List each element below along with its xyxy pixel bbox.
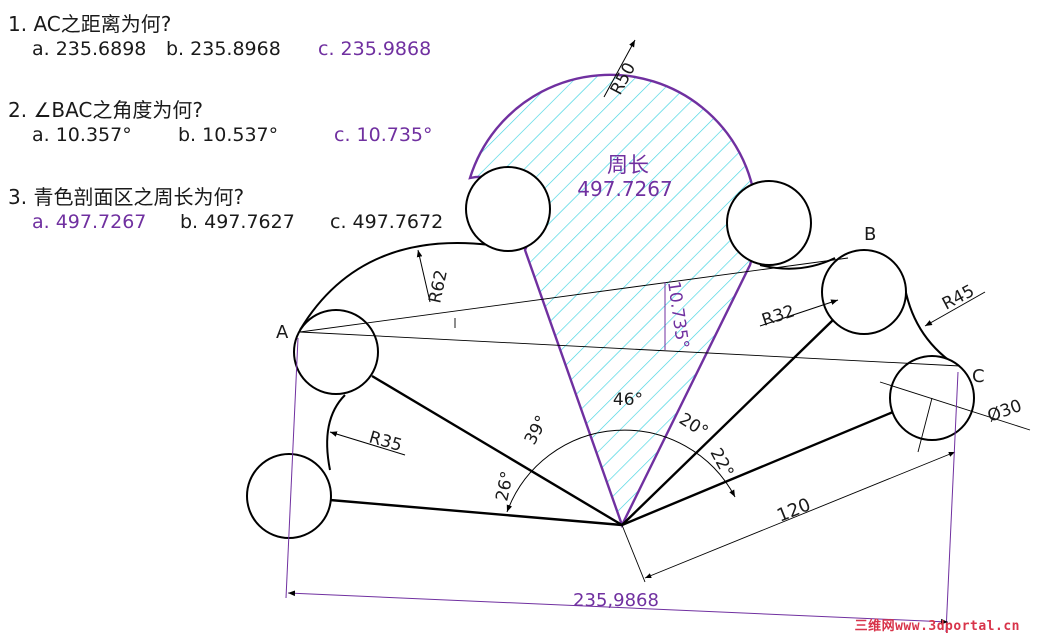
dim-r32: R32	[759, 301, 797, 330]
dim-r35: R35	[367, 428, 405, 456]
question-1: 1. AC之距离为何?	[8, 12, 172, 36]
leader-lines	[329, 39, 986, 456]
construction-lines	[299, 257, 1031, 583]
question-1-option-a: a. 235.6898	[32, 38, 147, 60]
dim-angle-46: 46°	[613, 390, 643, 410]
arc-r35	[326, 394, 346, 471]
dim-length-120: 120	[774, 494, 814, 526]
point-c-label: C	[972, 366, 985, 387]
dim-angle-22: 22°	[706, 445, 738, 481]
dim-angle-39: 39°	[521, 412, 553, 448]
circle-top-right	[726, 180, 812, 266]
dim-distance-ac: 235,9868	[573, 590, 659, 611]
region-label: 周长	[607, 153, 649, 177]
circle-b	[821, 249, 907, 335]
region-value: 497.7267	[577, 177, 672, 201]
dim-angle-20: 20°	[675, 409, 711, 442]
question-3-option-a: a. 497.7267	[32, 211, 147, 233]
quiz-panel: 1. AC之距离为何? a. 235.6898 b. 235.8968 c. 2…	[0, 0, 470, 240]
dim-ac	[285, 337, 959, 633]
point-b-label: B	[864, 224, 876, 245]
arc-r62	[299, 242, 491, 331]
point-a-label: A	[276, 322, 289, 343]
dim-r45: R45	[939, 281, 978, 314]
question-3-option-c: c. 497.7672	[330, 211, 444, 233]
question-2-option-a: a. 10.357°	[32, 124, 132, 146]
circle-top-left	[465, 166, 551, 252]
dim-angle-26: 26°	[492, 469, 518, 503]
question-2-option-c: c. 10.735°	[334, 124, 433, 146]
question-3: 3. 青色剖面区之周长为何?	[8, 185, 245, 209]
watermark: 三维网www.3dportal.cn	[854, 619, 1020, 634]
question-2-option-b: b. 10.537°	[178, 124, 279, 146]
question-1-option-c: c. 235.9868	[318, 38, 432, 60]
question-3-option-b: b. 497.7627	[180, 211, 295, 233]
question-2: 2. ∠BAC之角度为何?	[8, 98, 203, 122]
question-1-option-b: b. 235.8968	[166, 38, 281, 60]
circle-a	[293, 309, 379, 395]
dim-r62: R62	[425, 268, 452, 305]
angle-arc	[506, 429, 736, 513]
